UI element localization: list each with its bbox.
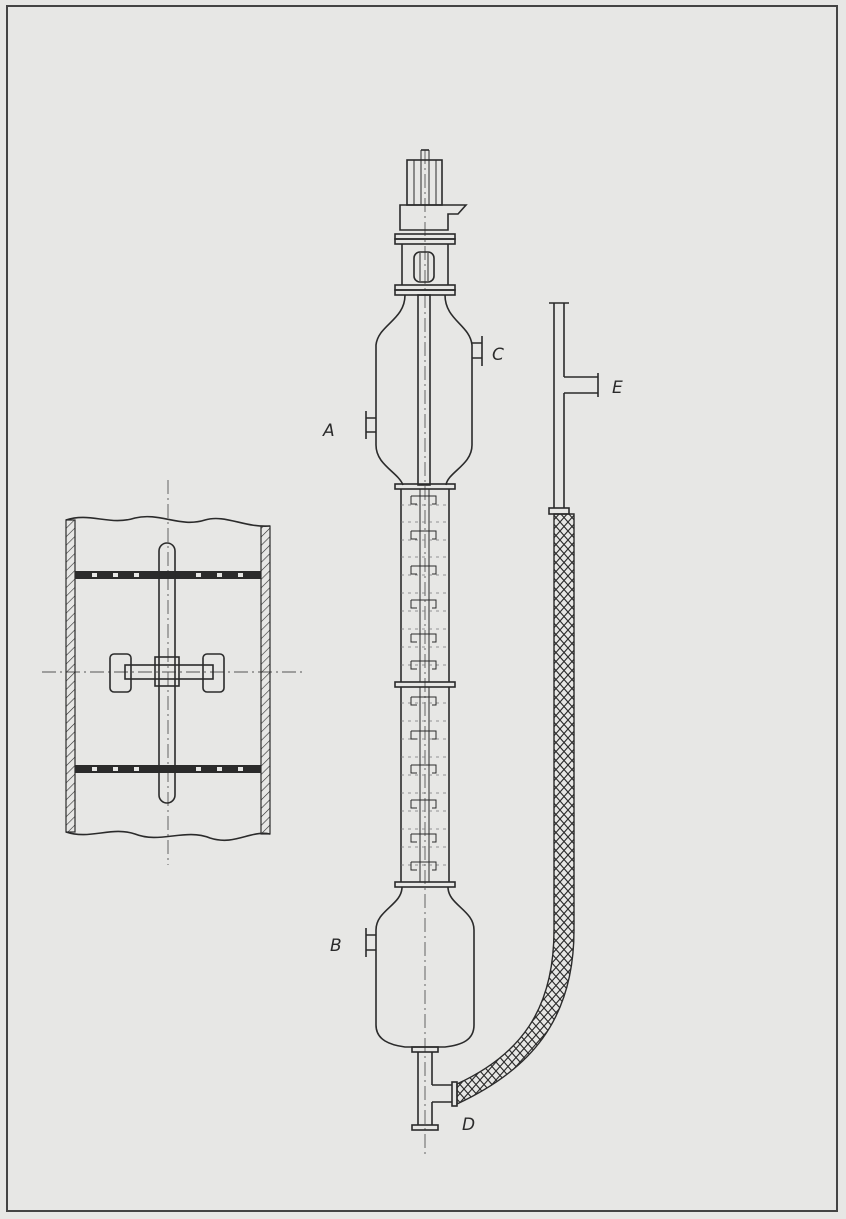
overflow-leg: [548, 302, 599, 515]
label-a: A: [322, 421, 335, 441]
detail-shaft: [158, 542, 176, 804]
nozzle-c: [472, 336, 483, 366]
detail-crossbar: [124, 664, 214, 680]
label-b: B: [330, 936, 342, 956]
top-flange: [394, 233, 456, 245]
upper-flange: [394, 284, 456, 296]
column-section-upper: [400, 488, 450, 683]
detail-upper-plate: [75, 571, 261, 579]
flexible-hose: [456, 513, 575, 1106]
upper-shaft: [417, 294, 431, 486]
detail-left-wall: [65, 519, 76, 833]
flange-lower-section: [394, 881, 456, 888]
drawing-frame: [6, 5, 838, 1212]
extraction-column: [365, 149, 483, 1155]
upper-settler-vessel: [375, 294, 473, 486]
label-c: C: [492, 345, 504, 365]
nozzle-a: [365, 411, 376, 439]
bottom-outlet-tee: [411, 1046, 458, 1131]
detail-right-weight: [202, 653, 225, 693]
agitator-detail: [42, 480, 305, 865]
coupling-housing: [401, 244, 449, 285]
detail-top-break-line: [65, 515, 271, 527]
nozzle-b: [365, 928, 376, 957]
detail-lower-plate: [75, 765, 261, 773]
detail-right-wall: [260, 525, 271, 835]
label-e: E: [612, 378, 623, 398]
drive-motor: [399, 149, 468, 231]
detail-bottom-break-line: [65, 830, 271, 842]
label-d: D: [462, 1115, 475, 1135]
detail-hub: [154, 656, 180, 687]
detail-left-weight: [109, 653, 132, 693]
